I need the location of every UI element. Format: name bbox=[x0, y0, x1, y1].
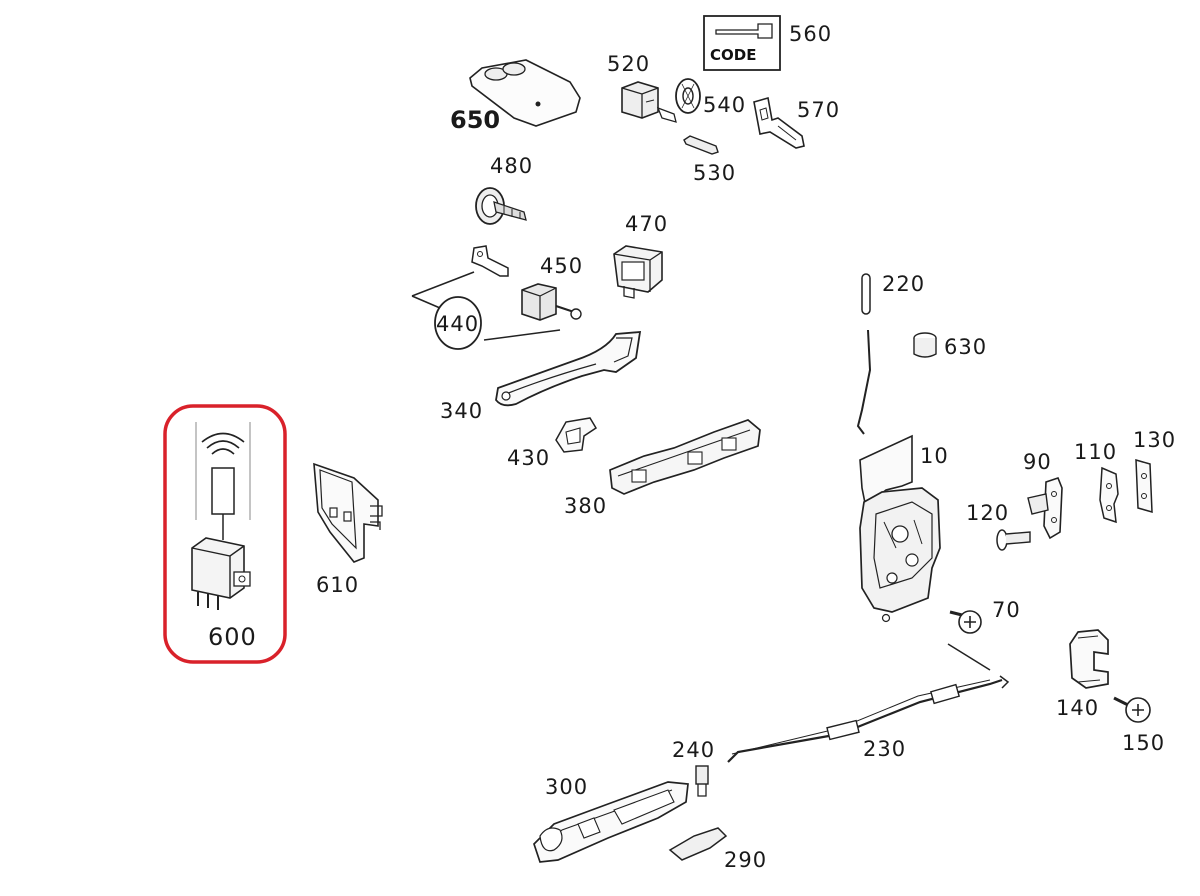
housing-icon[interactable] bbox=[608, 240, 668, 302]
part-label-150: 150 bbox=[1122, 731, 1166, 755]
callout-lines-440 bbox=[411, 271, 561, 341]
mounting-bracket-icon[interactable] bbox=[308, 460, 388, 570]
lock-barrel-icon[interactable] bbox=[472, 184, 536, 232]
outer-handle-icon[interactable] bbox=[486, 328, 644, 412]
callout-circle bbox=[434, 296, 482, 350]
highlight-outline bbox=[163, 404, 287, 664]
handle-carrier-icon[interactable] bbox=[604, 412, 766, 498]
part-label-470: 470 bbox=[625, 212, 669, 236]
part-label-430: 430 bbox=[507, 446, 551, 470]
key-fob-cover-icon[interactable] bbox=[466, 56, 586, 132]
key-module-icon[interactable] bbox=[616, 78, 682, 130]
pin-icon[interactable] bbox=[852, 270, 886, 440]
part-label-530: 530 bbox=[693, 161, 737, 185]
part-label-10: 10 bbox=[920, 444, 949, 468]
part-label-650: 650 bbox=[450, 106, 501, 134]
code-card-text: CODE bbox=[710, 46, 756, 64]
part-label-140: 140 bbox=[1056, 696, 1100, 720]
part-label-90: 90 bbox=[1023, 450, 1052, 474]
remote-receiver-module-icon[interactable] bbox=[188, 420, 258, 620]
part-label-610: 610 bbox=[316, 573, 360, 597]
part-label-480: 480 bbox=[490, 154, 534, 178]
part-label-230: 230 bbox=[863, 737, 907, 761]
key-blank-icon[interactable] bbox=[468, 244, 514, 280]
clip-icon[interactable] bbox=[692, 762, 714, 802]
part-label-450: 450 bbox=[540, 254, 584, 278]
part-label-440: 440 bbox=[436, 312, 480, 336]
part-label-570: 570 bbox=[797, 98, 841, 122]
key-blade-icon[interactable] bbox=[682, 132, 722, 158]
bracket-icon[interactable] bbox=[552, 414, 600, 456]
part-label-520: 520 bbox=[607, 52, 651, 76]
key-icon[interactable] bbox=[748, 96, 810, 154]
ring-icon[interactable] bbox=[672, 76, 708, 116]
door-stop-bracket-icon[interactable] bbox=[1064, 626, 1114, 692]
part-label-600: 600 bbox=[208, 623, 257, 651]
door-lock-icon[interactable] bbox=[852, 428, 952, 624]
screw-icon[interactable] bbox=[1110, 688, 1154, 728]
part-label-290: 290 bbox=[724, 848, 768, 872]
part-label-540: 540 bbox=[703, 93, 747, 117]
part-label-630: 630 bbox=[944, 335, 988, 359]
part-label-120: 120 bbox=[966, 501, 1010, 525]
part-label-130: 130 bbox=[1133, 428, 1177, 452]
inner-handle-icon[interactable] bbox=[528, 774, 692, 868]
part-label-380: 380 bbox=[564, 494, 608, 518]
highlight-box bbox=[163, 404, 287, 664]
part-label-300: 300 bbox=[545, 775, 589, 799]
part-label-110: 110 bbox=[1074, 440, 1118, 464]
part-label-560: 560 bbox=[789, 22, 833, 46]
bowden-cable-icon[interactable] bbox=[720, 640, 1012, 770]
striker-plate-icon[interactable] bbox=[1024, 476, 1070, 542]
lock-cylinder-icon[interactable] bbox=[516, 280, 588, 330]
shim-plate-icon[interactable] bbox=[1096, 464, 1124, 526]
rubber-buffer-icon[interactable] bbox=[910, 330, 940, 362]
bolt-icon[interactable] bbox=[994, 524, 1034, 552]
screw-icon[interactable] bbox=[946, 602, 986, 638]
part-label-240: 240 bbox=[672, 738, 716, 762]
code-card-icon[interactable]: CODE bbox=[702, 14, 784, 74]
part-label-340: 340 bbox=[440, 399, 484, 423]
shim-plate-icon[interactable] bbox=[1132, 456, 1156, 518]
part-label-220: 220 bbox=[882, 272, 926, 296]
cover-cap-icon[interactable] bbox=[666, 824, 730, 864]
part-label-70: 70 bbox=[992, 598, 1021, 622]
